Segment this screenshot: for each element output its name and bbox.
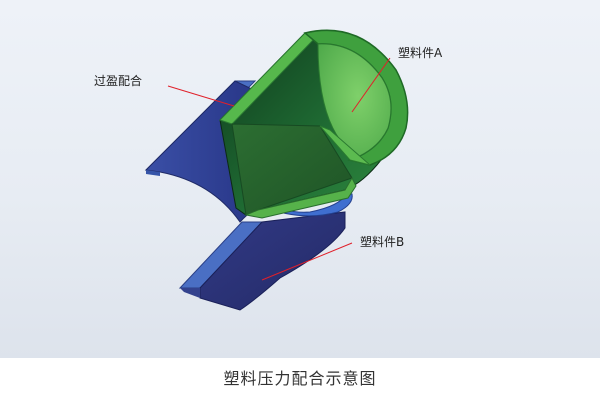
leader-line-part-a [351,57,391,113]
diagram-stage: 过盈配合 塑料件A 塑料件B [0,0,600,358]
leader-line-part-b [261,242,353,281]
leader-line-interference-fit [167,85,235,107]
figure-caption: 塑料压力配合示意图 [223,369,377,388]
label-part-a: 塑料件A [398,45,443,60]
label-part-b: 塑料件B [360,234,404,249]
label-interference-fit: 过盈配合 [94,73,142,88]
part-a-end-face [303,29,409,166]
press-fit-diagram: 过盈配合 塑料件A 塑料件B [94,29,443,311]
part-a-lower-band [244,176,357,219]
part-b-lower-shell [178,211,346,311]
